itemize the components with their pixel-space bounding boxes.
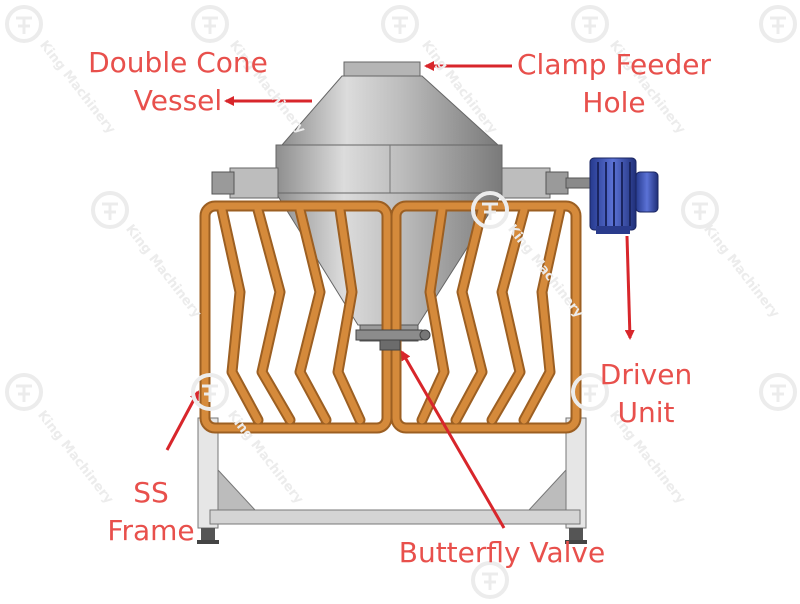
km-logo-icon — [190, 372, 230, 416]
label-double-cone-vessel: Double Cone Vessel — [88, 46, 268, 117]
km-logo-icon — [470, 560, 510, 604]
label-butterfly-valve: Butterfly Valve — [398, 536, 606, 569]
motor-drive — [589, 157, 659, 234]
km-logo-icon — [570, 4, 610, 48]
trunnion-shaft — [211, 167, 593, 199]
butterfly-valve — [355, 329, 431, 351]
arrow-ss-frame — [165, 390, 200, 451]
base-frame — [197, 417, 587, 544]
km-logo-icon — [380, 4, 420, 48]
km-logo-icon — [758, 372, 798, 416]
km-logo-icon — [190, 4, 230, 48]
pointer-arrows — [165, 61, 635, 529]
km-logo-icon — [4, 372, 44, 416]
km-logo-icon — [470, 190, 510, 234]
ss-frame — [199, 200, 582, 434]
label-ss-frame: SS Frame — [107, 476, 195, 547]
label-clamp-feeder-hole: Clamp Feeder Hole — [517, 48, 711, 119]
km-logo-icon — [90, 190, 130, 234]
arrow-driven-unit — [624, 235, 635, 340]
km-logo-icon — [4, 4, 44, 48]
arrow-butterfly-valve — [400, 350, 506, 529]
km-logo-icon — [570, 372, 610, 416]
label-driven-unit: Driven Unit — [599, 358, 693, 429]
km-logo-icon — [680, 190, 720, 234]
km-logo-icon — [758, 4, 798, 48]
